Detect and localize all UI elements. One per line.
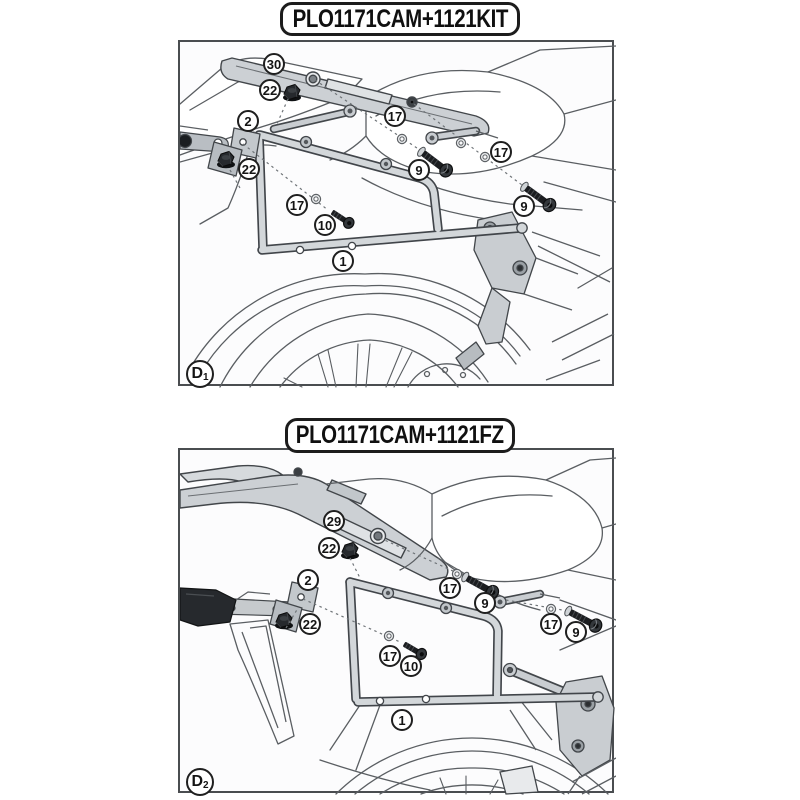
callout-1: 1 — [391, 709, 413, 731]
washer-17-c — [479, 151, 491, 163]
stay-arms — [269, 104, 499, 145]
callout-17: 17 — [379, 645, 401, 667]
callout-9: 9 — [474, 592, 496, 614]
assembly-dashed-lines — [285, 537, 569, 643]
callout-17: 17 — [490, 141, 512, 163]
panel-title: PLO1171CAM+1121KIT — [292, 4, 508, 33]
title-box-kit: PLO1171CAM+1121KIT — [280, 2, 520, 36]
nut-22-a — [340, 542, 360, 560]
callout-17: 17 — [286, 194, 308, 216]
assembly-dashed-lines — [229, 79, 523, 211]
license-plate-hanger — [229, 619, 295, 745]
callout-2: 2 — [297, 569, 319, 591]
figure-sub: 1 — [203, 372, 209, 383]
rear-wheel — [187, 272, 531, 388]
footpeg-bracket — [455, 211, 615, 381]
motorcycle-rear-drawing-d1 — [180, 45, 616, 388]
mounting-rail-part — [220, 57, 490, 137]
callout-2: 2 — [237, 110, 259, 132]
callout-1: 1 — [332, 250, 354, 272]
callout-9: 9 — [408, 159, 430, 181]
callout-10: 10 — [400, 655, 422, 677]
callout-17: 17 — [384, 105, 406, 127]
washer-17-c — [383, 630, 395, 642]
bike-bodywork — [319, 457, 616, 791]
callout-30: 30 — [263, 53, 285, 75]
panel-title: PLO1171CAM+1121FZ — [296, 421, 504, 449]
pannier-frame-part — [345, 577, 604, 707]
callout-9: 9 — [513, 195, 535, 217]
callout-17: 17 — [540, 613, 562, 635]
callout-10: 10 — [314, 214, 336, 236]
figure-letter: D — [191, 773, 203, 790]
rear-wheel — [335, 737, 609, 795]
callout-9: 9 — [565, 621, 587, 643]
washer-17-a — [396, 133, 408, 145]
title-box-fz: PLO1171CAM+1121FZ — [285, 418, 515, 453]
callout-22: 22 — [259, 79, 281, 101]
rear-rack-part — [180, 464, 449, 581]
washer-17-b — [455, 137, 467, 149]
callout-17: 17 — [439, 577, 461, 599]
callout-29: 29 — [323, 510, 345, 532]
callout-22: 22 — [318, 537, 340, 559]
figure-letter: D — [191, 365, 203, 382]
motorcycle-rear-drawing-d2 — [180, 457, 616, 795]
callout-22: 22 — [299, 613, 321, 635]
figure-sub: 2 — [203, 780, 209, 791]
washer-17-d — [310, 193, 322, 205]
callout-22: 22 — [238, 158, 260, 180]
